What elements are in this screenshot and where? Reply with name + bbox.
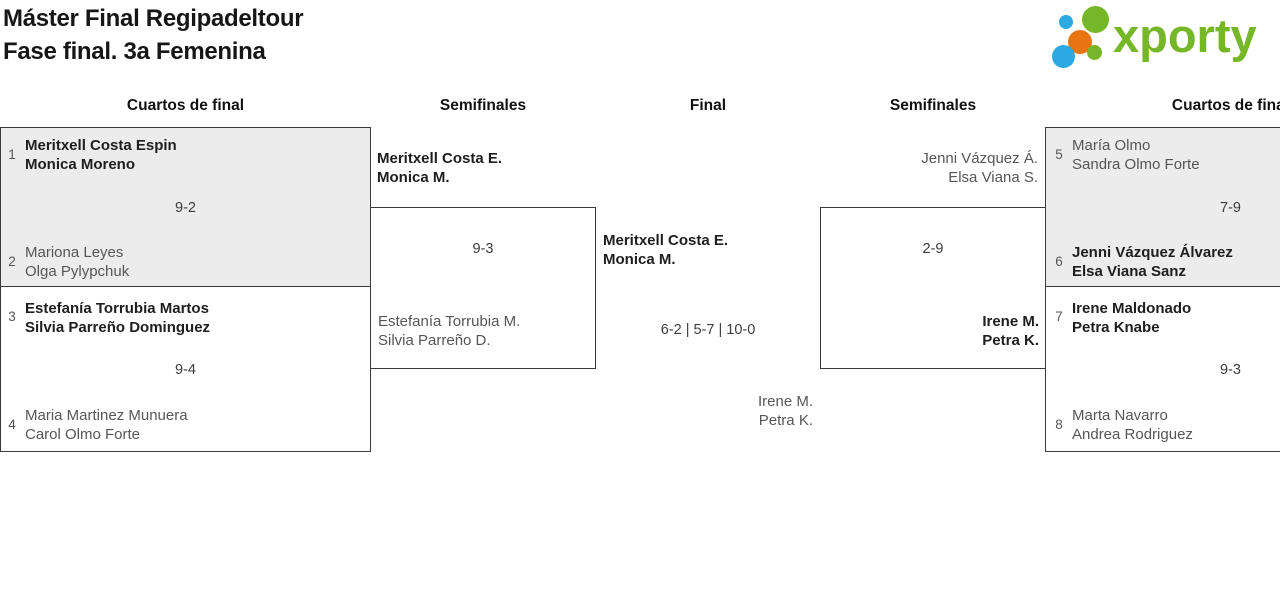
player-name: Petra K. bbox=[982, 332, 1039, 349]
player-name: Elsa Viana S. bbox=[948, 169, 1038, 186]
match-box-sf1[interactable]: 9-3 Estefanía Torrubia M. Silvia Parreño… bbox=[370, 207, 596, 369]
player-name: Silvia Parreño Dominguez bbox=[25, 319, 211, 336]
team-pair: Irene Maldonado Petra Knabe bbox=[1072, 299, 1191, 337]
player-name: Mariona Leyes bbox=[25, 244, 124, 261]
team-pair: Marta Navarro Andrea Rodriguez bbox=[1072, 406, 1193, 444]
match-score: 9-4 bbox=[175, 362, 196, 378]
match-box-qf4[interactable]: 7 Irene Maldonado Petra Knabe 9-3 8 Mart… bbox=[1045, 286, 1280, 452]
player-name: Monica M. bbox=[377, 169, 450, 186]
round-header-sf-left: Semifinales bbox=[439, 97, 527, 114]
seed-number: 5 bbox=[1055, 147, 1063, 162]
team-pair: Meritxell Costa Espin Monica Moreno bbox=[25, 136, 177, 174]
player-name: Estefanía Torrubia Martos bbox=[25, 300, 209, 317]
player-name: Meritxell Costa E. bbox=[377, 150, 503, 167]
phase-name: Fase final. 3a Femenina bbox=[3, 38, 266, 65]
team-pair: Estefanía Torrubia Martos Silvia Parreño… bbox=[25, 299, 210, 337]
player-name: Silvia Parreño D. bbox=[378, 332, 491, 349]
player-name: María Olmo bbox=[1072, 137, 1151, 154]
team-pair: Jenni Vázquez Álvarez Elsa Viana Sanz bbox=[1072, 243, 1233, 281]
match-box-sf2[interactable]: 2-9 Irene M. Petra K. bbox=[820, 207, 1046, 369]
player-name: Jenni Vázquez Álvarez bbox=[1072, 244, 1233, 261]
logo-dot-blue-big bbox=[1052, 45, 1075, 68]
round-header-qf-left: Cuartos de final bbox=[126, 97, 245, 114]
match-score: 9-3 bbox=[472, 241, 494, 257]
player-name: Marta Navarro bbox=[1072, 407, 1168, 424]
player-name: Monica M. bbox=[603, 251, 676, 268]
player-name: Maria Martinez Munuera bbox=[25, 407, 188, 424]
player-name: Elsa Viana Sanz bbox=[1072, 263, 1186, 280]
player-name: Irene M. bbox=[982, 313, 1039, 330]
seed-number: 8 bbox=[1055, 417, 1063, 432]
player-name: Petra Knabe bbox=[1072, 319, 1160, 336]
page-title: Máster Final Regipadeltour Fase final. 3… bbox=[3, 2, 304, 68]
team-pair: Maria Martinez Munuera Carol Olmo Forte bbox=[25, 406, 188, 444]
match-score: 7-9 bbox=[1220, 200, 1241, 216]
team-pair: Irene M. Petra K. bbox=[596, 392, 813, 430]
match-box-qf2[interactable]: 3 Estefanía Torrubia Martos Silvia Parre… bbox=[0, 286, 371, 452]
team-pair: Mariona Leyes Olga Pylypchuk bbox=[25, 243, 129, 281]
match-box-qf3[interactable]: 5 María Olmo Sandra Olmo Forte 7-9 6 Jen… bbox=[1045, 127, 1280, 287]
xporty-logo: xporty bbox=[1045, 0, 1280, 72]
match-score: 9-2 bbox=[175, 200, 196, 216]
player-name: Carol Olmo Forte bbox=[25, 426, 141, 443]
logo-dot-blue-small bbox=[1059, 15, 1073, 29]
player-name: Estefanía Torrubia M. bbox=[378, 313, 521, 330]
player-name: Irene M. bbox=[757, 393, 813, 410]
seed-number: 6 bbox=[1055, 254, 1063, 269]
tournament-name: Máster Final Regipadeltour bbox=[3, 5, 304, 32]
seed-number: 4 bbox=[8, 417, 16, 432]
player-name: Meritxell Costa Espin bbox=[25, 137, 177, 154]
team-pair: Irene M. Petra K. bbox=[821, 312, 1039, 350]
round-header-sf-right: Semifinales bbox=[889, 97, 977, 114]
seed-number: 1 bbox=[8, 147, 16, 162]
player-name: Jenni Vázquez Á. bbox=[921, 150, 1038, 167]
logo-wordmark: xporty bbox=[1113, 9, 1257, 62]
seed-number: 2 bbox=[8, 254, 16, 269]
team-pair: Meritxell Costa E. Monica M. bbox=[603, 231, 728, 269]
team-pair: Estefanía Torrubia M. Silvia Parreño D. bbox=[378, 312, 520, 350]
player-name: Petra K. bbox=[758, 412, 813, 429]
round-header-final: Final bbox=[689, 97, 727, 114]
team-pair: María Olmo Sandra Olmo Forte bbox=[1072, 136, 1200, 174]
logo-dot-green-small bbox=[1087, 45, 1102, 60]
player-name: Irene Maldonado bbox=[1072, 300, 1192, 317]
match-score: 9-3 bbox=[1220, 362, 1241, 378]
match-score: 2-9 bbox=[922, 241, 944, 257]
match-box-qf1[interactable]: 1 Meritxell Costa Espin Monica Moreno 9-… bbox=[0, 127, 371, 287]
seed-number: 3 bbox=[8, 309, 16, 324]
player-name: Olga Pylypchuk bbox=[25, 263, 130, 280]
round-header-qf-right: Cuartos de final bbox=[1171, 97, 1280, 114]
seed-number: 7 bbox=[1055, 309, 1063, 324]
final-score: 6-2 | 5-7 | 10-0 bbox=[660, 322, 756, 338]
player-name: Andrea Rodriguez bbox=[1072, 426, 1193, 443]
player-name: Meritxell Costa E. bbox=[603, 232, 729, 249]
team-pair: Jenni Vázquez Á. Elsa Viana S. bbox=[820, 149, 1038, 187]
team-pair: Meritxell Costa E. Monica M. bbox=[377, 149, 502, 187]
player-name: Monica Moreno bbox=[25, 156, 136, 173]
player-name: Sandra Olmo Forte bbox=[1072, 156, 1200, 173]
logo-dot-green-big bbox=[1082, 6, 1109, 33]
